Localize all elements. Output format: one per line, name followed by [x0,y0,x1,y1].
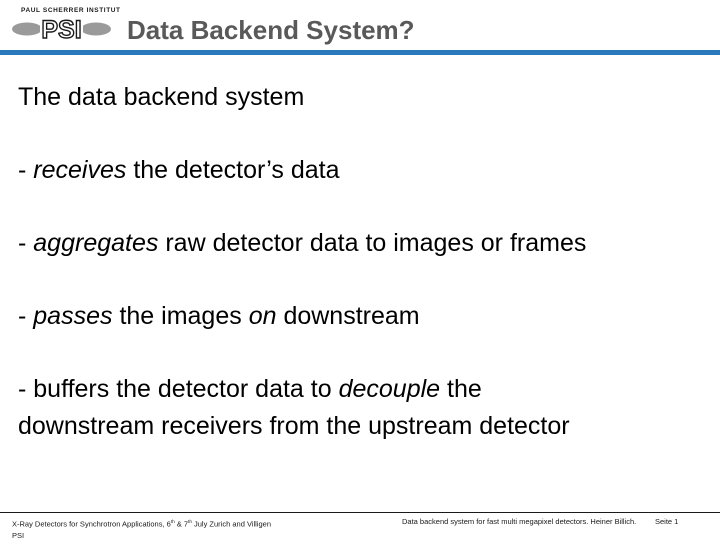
psi-lens-icon: PSI [12,15,111,41]
psi-logo: PAUL SCHERRER INSTITUT PSI [12,7,120,51]
page-number: Seite 1 [655,517,679,526]
header-rule [0,50,720,55]
body-line-receives: - receives the detector’s data [18,156,340,184]
body-line-intro: The data backend system [18,83,305,111]
footer-citation: X-Ray Detectors for Synchrotron Applicat… [12,516,332,540]
psi-acronym: PSI [41,16,81,41]
footer-presentation-title: Data backend system for fast multi megap… [402,517,637,526]
slide-title: Data Backend System? [127,15,415,45]
body-line-buffers-2: downstream receivers from the upstream d… [18,412,570,440]
body-line-passes: - passes the images on downstream [18,302,420,330]
footer-citation-line1: X-Ray Detectors for Synchrotron Applicat… [12,519,271,529]
slide-body: The data backend system - receives the d… [18,79,708,445]
footer-rule [0,512,720,513]
body-line-buffers: - buffers the detector data to decouple … [18,375,482,403]
psi-institute-name: PAUL SCHERRER INSTITUT [21,7,121,14]
body-line-aggregates: - aggregates raw detector data to images… [18,229,587,257]
footer-citation-line2: PSI [12,530,25,540]
